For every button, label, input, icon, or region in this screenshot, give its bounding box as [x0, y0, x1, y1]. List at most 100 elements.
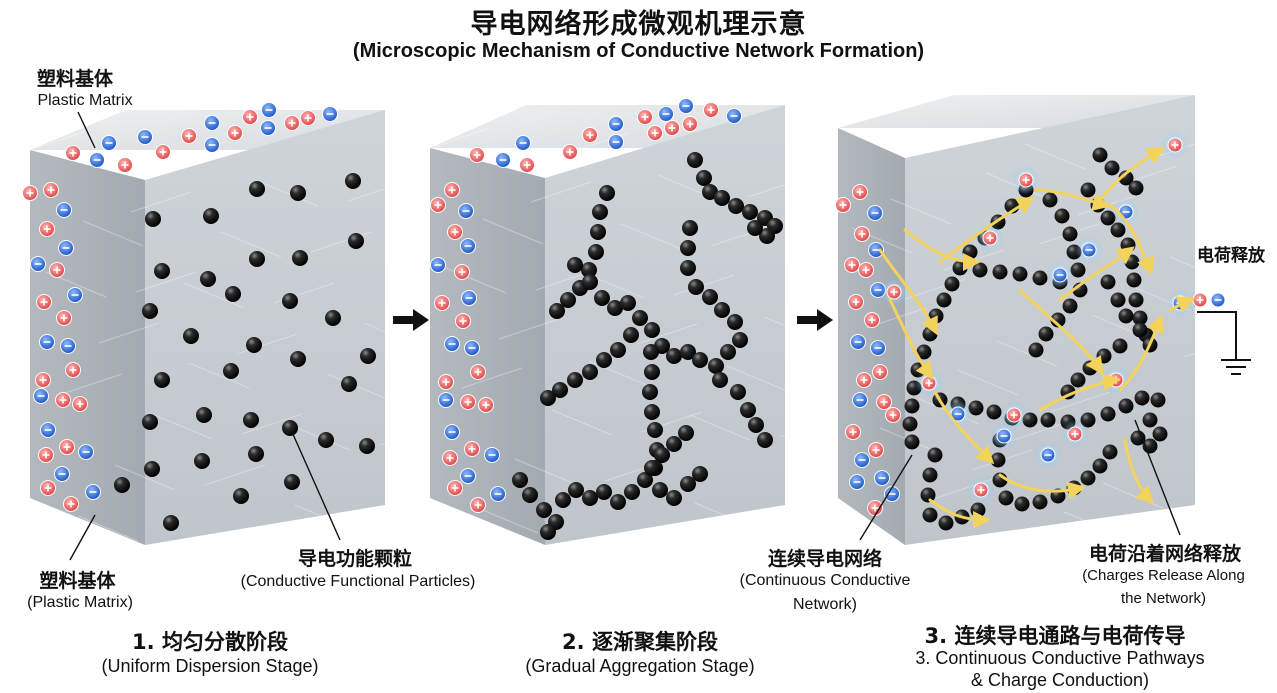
aggregated-particle — [644, 404, 660, 420]
negative-charge-icon — [484, 447, 500, 463]
plastic-matrix-bottom-label-cn: 塑料基体 — [39, 570, 116, 592]
positive-charge-icon — [868, 442, 884, 458]
positive-charge-icon — [973, 482, 989, 498]
aggregated-particle — [944, 276, 960, 292]
matrix-fiber — [763, 316, 825, 343]
positive-charge-icon — [519, 157, 535, 173]
matrix-fiber — [530, 181, 592, 203]
conductive-particles-label-cn: 导电功能颗粒 — [297, 548, 412, 570]
aggregated-particle — [680, 344, 696, 360]
negative-charge-icon — [464, 340, 480, 356]
negative-charge-icon — [852, 392, 868, 408]
aggregated-particle — [938, 515, 954, 531]
conductive-particle — [246, 337, 262, 353]
conductive-particle — [233, 488, 249, 504]
stage-1-title-en: (Uniform Dispersion Stage) — [101, 656, 319, 676]
aggregated-particle — [688, 279, 704, 295]
negative-charge-icon — [204, 115, 220, 131]
matrix-fiber — [114, 464, 176, 491]
matrix-fiber — [957, 369, 1019, 396]
positive-charge-icon — [682, 116, 698, 132]
aggregated-particle — [747, 220, 763, 236]
positive-charge-icon — [1067, 426, 1083, 442]
aggregated-particle — [702, 184, 718, 200]
conductive-particle — [282, 420, 298, 436]
negative-charge-icon — [1052, 267, 1068, 283]
aggregated-particle — [728, 198, 744, 214]
positive-charge-icon — [982, 230, 998, 246]
aggregated-particle — [512, 472, 528, 488]
aggregated-particle — [1092, 147, 1108, 163]
aggregated-particle — [708, 358, 724, 374]
aggregated-particle — [1126, 272, 1142, 288]
positive-charge-icon — [464, 441, 480, 457]
positive-charge-icon — [40, 480, 56, 496]
positive-charge-icon — [35, 372, 51, 388]
aggregated-particle — [1042, 192, 1058, 208]
aggregated-particle — [678, 425, 694, 441]
negative-charge-icon — [950, 406, 966, 422]
charges-release-along-label-en-2: the Network) — [1120, 590, 1207, 607]
aggregated-particle — [1142, 412, 1158, 428]
negative-charge-icon — [870, 340, 886, 356]
conductive-particle — [154, 372, 170, 388]
negative-charge-icon — [460, 238, 476, 254]
charge-flow-arrow — [878, 248, 938, 336]
conductive-particle — [144, 461, 160, 477]
aggregated-particle — [740, 402, 756, 418]
conductive-particle — [345, 173, 361, 189]
matrix-fiber — [837, 107, 899, 129]
aggregated-particle — [972, 262, 988, 278]
matrix-fiber — [551, 409, 613, 436]
aggregated-particle — [1050, 312, 1066, 328]
matrix-fiber — [620, 223, 682, 250]
matrix-fiber — [188, 362, 250, 389]
stage-2-title-en: (Gradual Aggregation Stage) — [525, 656, 755, 676]
positive-charge-icon — [637, 109, 653, 125]
charge-flow-arrow — [1018, 288, 1104, 375]
conductive-particle — [249, 181, 265, 197]
positive-charge-icon — [22, 185, 38, 201]
positive-charge-icon — [469, 147, 485, 163]
negative-charge-icon — [260, 120, 276, 136]
aggregated-particle — [623, 327, 639, 343]
positive-charge-icon — [856, 372, 872, 388]
negative-charge-icon — [1040, 447, 1056, 463]
aggregated-particle — [916, 344, 932, 360]
aggregated-particle — [1132, 322, 1148, 338]
negative-charge-icon — [54, 466, 70, 482]
negative-charge-icon — [460, 468, 476, 484]
aggregated-particle — [1110, 222, 1126, 238]
aggregated-particle — [1128, 292, 1144, 308]
aggregated-particle — [712, 372, 728, 388]
matrix-fiber — [890, 198, 952, 225]
positive-charge-icon — [844, 257, 860, 273]
aggregated-particle — [692, 466, 708, 482]
negative-charge-icon — [874, 470, 890, 486]
leader-continuous-network — [859, 454, 913, 541]
aggregated-particle — [968, 400, 984, 416]
aggregated-particle — [1110, 292, 1126, 308]
matrix-fiber — [498, 318, 560, 340]
charge-flow-arrow — [1123, 438, 1155, 505]
conductive-particle — [290, 351, 306, 367]
positive-charge-icon — [1192, 292, 1208, 308]
aggregated-particle — [1062, 226, 1078, 242]
aggregated-particle — [742, 204, 758, 220]
aggregated-particle — [666, 436, 682, 452]
aggregated-particle — [1014, 496, 1030, 512]
negative-charge-icon — [996, 428, 1012, 444]
matrix-fiber — [98, 322, 160, 344]
matrix-fiber — [294, 504, 356, 531]
aggregated-particle — [590, 224, 606, 240]
positive-charge-icon — [470, 364, 486, 380]
matrix-block-2 — [429, 105, 841, 545]
positive-charge-icon — [63, 496, 79, 512]
aggregated-particle — [652, 482, 668, 498]
positive-charge-icon — [72, 396, 88, 412]
aggregated-particle — [927, 447, 943, 463]
matrix-fiber — [236, 333, 298, 355]
negative-charge-icon — [658, 106, 674, 122]
positive-charge-icon — [454, 264, 470, 280]
